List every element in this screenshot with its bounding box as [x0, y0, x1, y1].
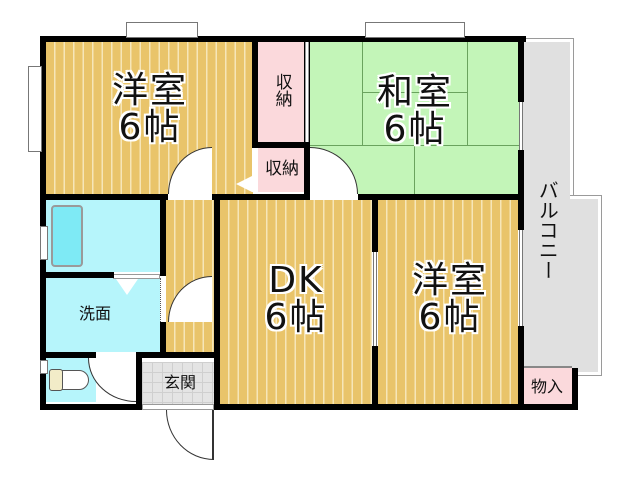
closet-small [258, 148, 304, 192]
window [40, 360, 48, 374]
dk-label: DK 6帖 [226, 250, 366, 350]
closet-tall-label: 収納 [271, 73, 292, 107]
room-size: 6帖 [383, 109, 447, 150]
wall [212, 194, 310, 200]
western-room-2-label: 洋室 6帖 [380, 250, 520, 350]
window [365, 22, 465, 38]
closet-sliding-door [305, 42, 309, 142]
wall [40, 404, 142, 410]
wall [160, 322, 166, 358]
room-size: 6帖 [118, 107, 182, 148]
storage-label: 物入 [530, 376, 563, 396]
wall [358, 194, 524, 200]
wall [518, 326, 524, 410]
bathtub-icon [51, 205, 83, 267]
washroom-label: 洗面 [78, 303, 111, 323]
tatami-line [362, 42, 363, 145]
window [40, 226, 48, 260]
dk-floor [220, 200, 372, 404]
wall [372, 194, 378, 252]
room-size: 6帖 [418, 297, 482, 338]
wall [518, 36, 524, 102]
balcony-area [522, 42, 570, 372]
wall [252, 36, 258, 148]
room-name: 和室 [376, 72, 453, 114]
closet-small-label: 収納 [265, 159, 299, 180]
wall [372, 346, 378, 410]
sliding-door [519, 230, 523, 326]
sliding-door [519, 102, 523, 150]
washroom-floor [46, 278, 160, 352]
accordion-door [160, 278, 166, 322]
balcony-label: バルコニー [535, 180, 560, 280]
balcony-area-wide [568, 199, 598, 372]
door-triangle-icon [116, 279, 138, 295]
closet-door-triangle-icon [236, 176, 252, 192]
tatami-line [414, 145, 415, 194]
wall [518, 150, 524, 230]
tatami-line [310, 145, 520, 146]
wall [160, 194, 166, 276]
wall [136, 352, 142, 410]
wall [40, 272, 114, 278]
closet-small-white-strip [252, 148, 258, 192]
wall [572, 368, 578, 410]
western-room-1-label: 洋室 6帖 [80, 60, 220, 160]
entrance-label: 玄関 [163, 372, 196, 392]
wall [40, 194, 168, 200]
toilet-tank-icon [49, 369, 63, 391]
storage-closet-line [522, 366, 572, 368]
wall [214, 194, 220, 410]
closet-tall [258, 42, 304, 142]
tatami-line [362, 92, 468, 93]
entrance-floor [142, 362, 214, 404]
entrance-door-swing [166, 410, 214, 460]
storage-closet [522, 368, 572, 406]
wall [40, 36, 526, 42]
room-name: 洋室 [411, 260, 488, 302]
window [126, 22, 198, 38]
wall [214, 404, 578, 410]
wall [136, 352, 220, 358]
wall [40, 352, 96, 358]
sliding-door [373, 252, 377, 346]
western-room-2-floor [378, 200, 518, 404]
room-name: DK [268, 260, 324, 302]
wall [252, 142, 310, 148]
japanese-room-label: 和室 6帖 [345, 62, 485, 162]
room-size: 6帖 [264, 297, 328, 338]
window [28, 66, 42, 152]
tatami-line [467, 42, 468, 145]
western-room-1-floor [46, 42, 253, 194]
entrance-threshold [142, 404, 214, 410]
room-name: 洋室 [111, 70, 188, 112]
wall [40, 36, 46, 410]
entrance-door-leaf [212, 410, 214, 460]
